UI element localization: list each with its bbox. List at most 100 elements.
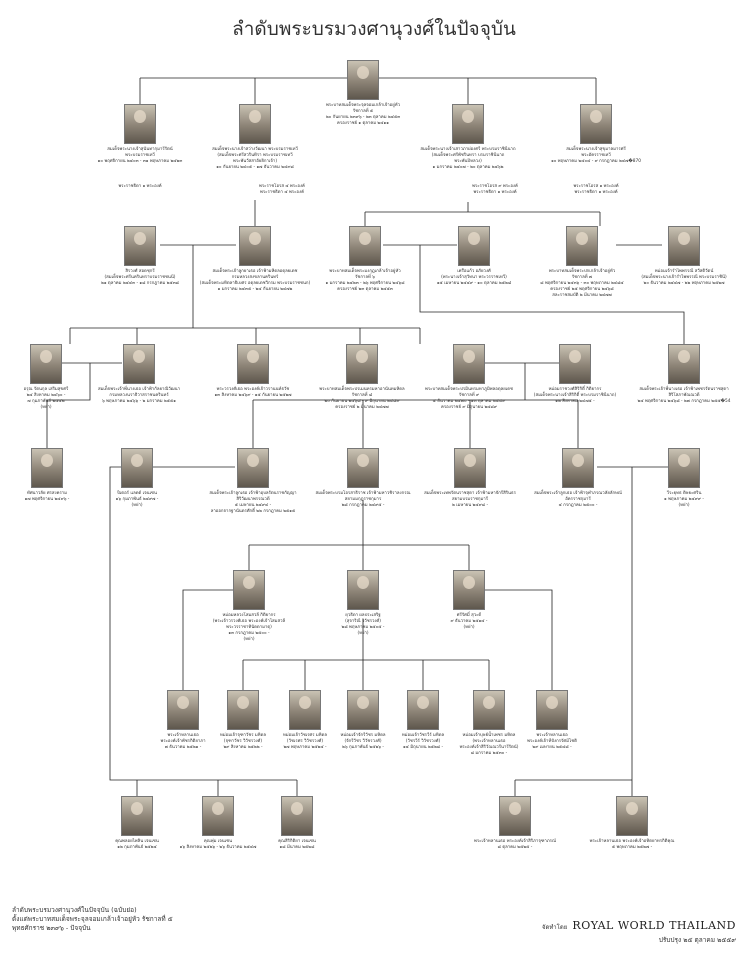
person-caption: พระเจ้าหลานเธอ พระองค์เจ้าอทิตยาทรกิติคุ… — [589, 839, 675, 850]
person-tasanawalai: ทัศนาวลัย ศรสงคราม ๑๗ พฤศจิกายน ๒๔๙๖ - — [0, 448, 112, 503]
credit-prefix: จัดทำโดย — [541, 924, 568, 931]
person-yuvadhida: ยุวธิดา ผลประเสริฐ (สุจาริณี วิวัชรวงศ์)… — [298, 570, 428, 637]
person-caption: พระบาทสมเด็จพระมงกุฎเกล้าเจ้าอยู่หัว รัช… — [325, 269, 405, 292]
person-crown-prince: สมเด็จพระบรมโอรสาธิราช เจ้าฟ้ามหาวชิราลง… — [298, 448, 428, 509]
person-caption: หม่อมเจ้าวัชเรศร มหิดล (วัชเรศร วิวัชรวง… — [282, 733, 328, 750]
portrait-photo — [347, 570, 379, 610]
portrait-photo — [167, 690, 199, 730]
chart-title: ลำดับพระบรมวงศานุวงศ์ในปัจจุบัน — [232, 18, 516, 40]
person-prince-dipangkorn: พระเจ้าหลานเธอ พระองค์เจ้าทีปังกรรัศมีโช… — [487, 690, 617, 751]
person-caption: หม่อมเจ้าจุฑาวัชร มหิดล (จุฑาวัชร วิวัชร… — [219, 733, 267, 750]
person-peter-jensen: ปีเตอร์ แลดด์ เจนเซน ๑๖ กุมภาพันธ์ ๒๔๙๗ … — [72, 448, 202, 509]
portrait-photo — [458, 226, 490, 266]
person-princess-sirindhorn: สมเด็จพระเทพรัตนราชสุดา เจ้าฟ้ามหาจักรีส… — [405, 448, 535, 509]
person-vacharaesorn: หม่อมเจ้าวัชเรศร มหิดล (วัชเรศร วิวัชรวง… — [240, 690, 370, 751]
portrait-photo — [281, 796, 313, 836]
person-caption: พระบาทสมเด็จพระปรเมนทรมหาอานันทมหิดล รัช… — [319, 387, 405, 410]
person-caption: หม่อมหลวงโสมสวลี กิติยากร (พระเจ้าวรวงศ์… — [212, 613, 286, 642]
person-caption: สมเด็จพระบรมโอรสาธิราช เจ้าฟ้ามหาวชิราลง… — [315, 491, 411, 508]
portrait-photo — [566, 226, 598, 266]
person-queen-sunandha: สมเด็จพระนางเจ้าสุนันทากุมารีรัตน์ พระบร… — [75, 104, 205, 165]
children-count-note: พระราชธิดา ๑ พระองค์ — [118, 184, 162, 189]
portrait-photo — [499, 796, 531, 836]
portrait-photo — [536, 690, 568, 730]
person-rama6: พระบาทสมเด็จพระมงกุฎเกล้าเจ้าอยู่หัว รัช… — [300, 226, 430, 293]
person-princess-galyani: สมเด็จพระเจ้าพี่นางเธอ เจ้าฟ้ากัลยาณิวัฒ… — [74, 344, 204, 405]
portrait-photo — [473, 690, 505, 730]
person-aditayadornkitikhun: พระเจ้าหลานเธอ พระองค์เจ้าอทิตยาทรกิติคุ… — [567, 796, 697, 851]
person-caption: พระบาทสมเด็จพระปกเกล้าเจ้าอยู่หัว รัชกาล… — [540, 269, 624, 298]
person-caption: สมเด็จพระเจ้าลูกเธอ เจ้าฟ้าจุฬาภรณวลัยลั… — [534, 491, 622, 508]
portrait-photo — [30, 344, 62, 384]
person-virayudh: วีระยุทธ ดิษยะศริน ๑ พฤษภาคม ๒๔๙๙ - (หย่… — [619, 448, 748, 509]
person-caption: หม่อมเจ้าจักรีวัชร มหิดล (จักรีวัชร วิวั… — [340, 733, 386, 750]
person-prince-mahidol: สมเด็จพระเจ้าลูกยาเธอ เจ้าฟ้ามหิดลอดุลยเ… — [190, 226, 320, 293]
footer-credit: จัดทำโดย ROYAL WORLD THAILAND ปรับปรุง ๒… — [542, 914, 736, 945]
person-queen-saovabha: สมเด็จพระนางเจ้าเสาวภาผ่องศรี พระบรมราชิ… — [403, 104, 533, 171]
portrait-photo — [31, 448, 63, 488]
portrait-photo — [289, 690, 321, 730]
person-ploypailin: คุณพลอยไพลิน เจนเซน ๑๒ กุมภาพันธ์ ๒๕๒๔ — [72, 796, 202, 851]
person-caption: ศรีรัศมิ์ สุวะดี ๙ ธันวาคม ๒๕๑๔ - (หย่า) — [450, 613, 488, 630]
portrait-photo — [121, 796, 153, 836]
person-vatchrawee: หม่อมเจ้าวัชรวีร์ มหิดล (วัชรวีร์ วิวัชร… — [358, 690, 488, 751]
person-caption: หม่อมเจ้ารำไพพรรณี สวัสดิวัตน์ (สมเด็จพร… — [641, 269, 727, 286]
children-count-note: พระราชโอรส ๙ พระองค์ พระราชธิดา ๑ พระองค… — [472, 184, 518, 195]
portrait-photo — [559, 344, 591, 384]
person-caption: พระเจ้าหลานเธอ พระองค์เจ้าพัชรกิติยาภา ๗… — [160, 733, 206, 750]
person-caption: หม่อมราชวงศ์สิริกิติ์ กิติยากร (สมเด็จพร… — [533, 387, 617, 404]
person-princess-bajrakitiyabha: พระเจ้าหลานเธอ พระองค์เจ้าพัชรกิติยาภา ๗… — [118, 690, 248, 751]
portrait-photo — [562, 448, 594, 488]
person-caption: ยุวธิดา ผลประเสริฐ (สุจาริณี วิวัชรวงศ์)… — [341, 613, 385, 636]
person-rama7: พระบาทสมเด็จพระปกเกล้าเจ้าอยู่หัว รัชกาล… — [517, 226, 647, 299]
portrait-photo — [346, 344, 378, 384]
person-rambai-barni: หม่อมเจ้ารำไพพรรณี สวัสดิวัตน์ (สมเด็จพร… — [619, 226, 748, 287]
person-caption: พระวรวงศ์เธอ พระองค์เจ้าวรานนท์ธวัช ๑๓ ส… — [214, 387, 292, 398]
person-sirikittiya: คุณสิริกิติยา เจนเซน ๑๘ มีนาคม ๒๕๒๘ — [232, 796, 362, 851]
portrait-photo — [668, 344, 700, 384]
person-caption: คุณสิริกิติยา เจนเซน ๑๘ มีนาคม ๒๕๒๘ — [278, 839, 316, 850]
footer-description: ลำดับพระบรมวงศานุวงศ์ในปัจจุบัน (ฉบับย่อ… — [12, 906, 173, 933]
person-rama8: พระบาทสมเด็จพระปรเมนทรมหาอานันทมหิดล รัช… — [297, 344, 427, 411]
person-caption: พระบาทสมเด็จพระจุลจอมเกล้าเจ้าอยู่หัว รั… — [325, 103, 401, 126]
person-busyanambejra: หม่อมเจ้าบุษย์น้ำเพชร มหิดล (พระเจ้าหลาน… — [424, 690, 554, 757]
person-caption: หม่อมเจ้าบุษย์น้ำเพชร มหิดล (พระเจ้าหลาน… — [459, 733, 519, 756]
person-poom-jensen: คุณพุ่ม เจนเซน ๑๖ สิงหาคม ๒๕๒๖ - ๒๖ ธันว… — [153, 796, 283, 851]
person-caption: ทัศนาวลัย ศรสงคราม ๑๗ พฤศจิกายน ๒๔๙๖ - — [24, 491, 70, 502]
person-chakriwat: หม่อมเจ้าจักรีวัชร มหิดล (จักรีวัชร วิวั… — [298, 690, 428, 751]
person-caption: สมเด็จพระเจ้าลูกเธอ เจ้าฟ้าอุบลรัตนราชกั… — [209, 491, 297, 514]
person-caption: พระเจ้าหลานเธอ พระองค์เจ้าสิริภาจุฑาภรณ์… — [474, 839, 556, 850]
portrait-photo — [227, 690, 259, 730]
person-sangwan: สิรวงศ์ สอดชุกรี (สมเด็จพระศรีนครินทราบร… — [75, 226, 205, 287]
person-caption: พระเจ้าหลานเธอ พระองค์เจ้าทีปังกรรัศมีโช… — [527, 733, 577, 750]
footer-line: ลำดับพระบรมวงศานุวงศ์ในปัจจุบัน (ฉบับย่อ… — [12, 906, 137, 914]
portrait-photo — [233, 570, 265, 610]
portrait-photo — [347, 690, 379, 730]
person-aroon: อรุณ รัตนกุล เสริมสุขศรี ๒๔ สิงหาคม ๒๔๖๐… — [0, 344, 111, 411]
person-caption: สิรวงศ์ สอดชุกรี (สมเด็จพระศรีนครินทราบร… — [100, 269, 180, 286]
person-caption: อรุณ รัตนกุล เสริมสุขศรี ๒๔ สิงหาคม ๒๔๖๐… — [23, 387, 69, 410]
person-caption: สมเด็จพระเจ้าลูกยาเธอ เจ้าฟ้ามหิดลอดุลยเ… — [199, 269, 311, 292]
portrait-photo — [239, 104, 271, 144]
children-count-note: พระราชโอรส ๑ พระองค์ พระราชธิดา ๑ พระองค… — [573, 184, 619, 195]
portrait-photo — [452, 104, 484, 144]
person-srirasmi: ศรีรัศมิ์ สุวะดี ๙ ธันวาคม ๒๕๑๔ - (หย่า) — [404, 570, 534, 631]
person-caption: คุณพุ่ม เจนเซน ๑๖ สิงหาคม ๒๕๒๖ - ๒๖ ธันว… — [179, 839, 257, 850]
children-count-note: พระราชโอรส ๔ พระองค์ พระราชธิดา ๔ พระองค… — [259, 184, 305, 195]
portrait-photo — [237, 448, 269, 488]
person-caption: คุณพลอยไพลิน เจนเซน ๑๒ กุมภาพันธ์ ๒๕๒๔ — [115, 839, 159, 850]
person-caption: สมเด็จพระนางเจ้าสว่างวัฒนา พระบรมราชเทวี… — [212, 147, 298, 170]
person-princess-ubolratana: สมเด็จพระเจ้าลูกเธอ เจ้าฟ้าอุบลรัตนราชกั… — [188, 448, 318, 515]
person-queen-sirikit: หม่อมราชวงศ์สิริกิติ์ กิติยากร (สมเด็จพร… — [510, 344, 640, 405]
portrait-photo — [349, 226, 381, 266]
portrait-photo — [453, 570, 485, 610]
portrait-photo — [202, 796, 234, 836]
person-prince-varanand: พระวรวงศ์เธอ พระองค์เจ้าวรานนท์ธวัช ๑๓ ส… — [188, 344, 318, 399]
person-queen-savang: สมเด็จพระนางเจ้าสว่างวัฒนา พระบรมราชเทวี… — [190, 104, 320, 171]
portrait-photo — [239, 226, 271, 266]
footer-line: ตั้งแต่พระบาทสมเด็จพระจุลจอมเกล้าเจ้าอยู… — [12, 915, 173, 923]
person-caption: สมเด็จพระเทพรัตนราชสุดา เจ้าฟ้ามหาจักรีส… — [424, 491, 516, 508]
portrait-photo — [124, 226, 156, 266]
person-soamsawali: หม่อมหลวงโสมสวลี กิติยากร (พระเจ้าวรวงศ์… — [184, 570, 314, 643]
person-caption: สมเด็จพระนางเจ้าเสาวภาผ่องศรี พระบรมราชิ… — [420, 147, 516, 170]
